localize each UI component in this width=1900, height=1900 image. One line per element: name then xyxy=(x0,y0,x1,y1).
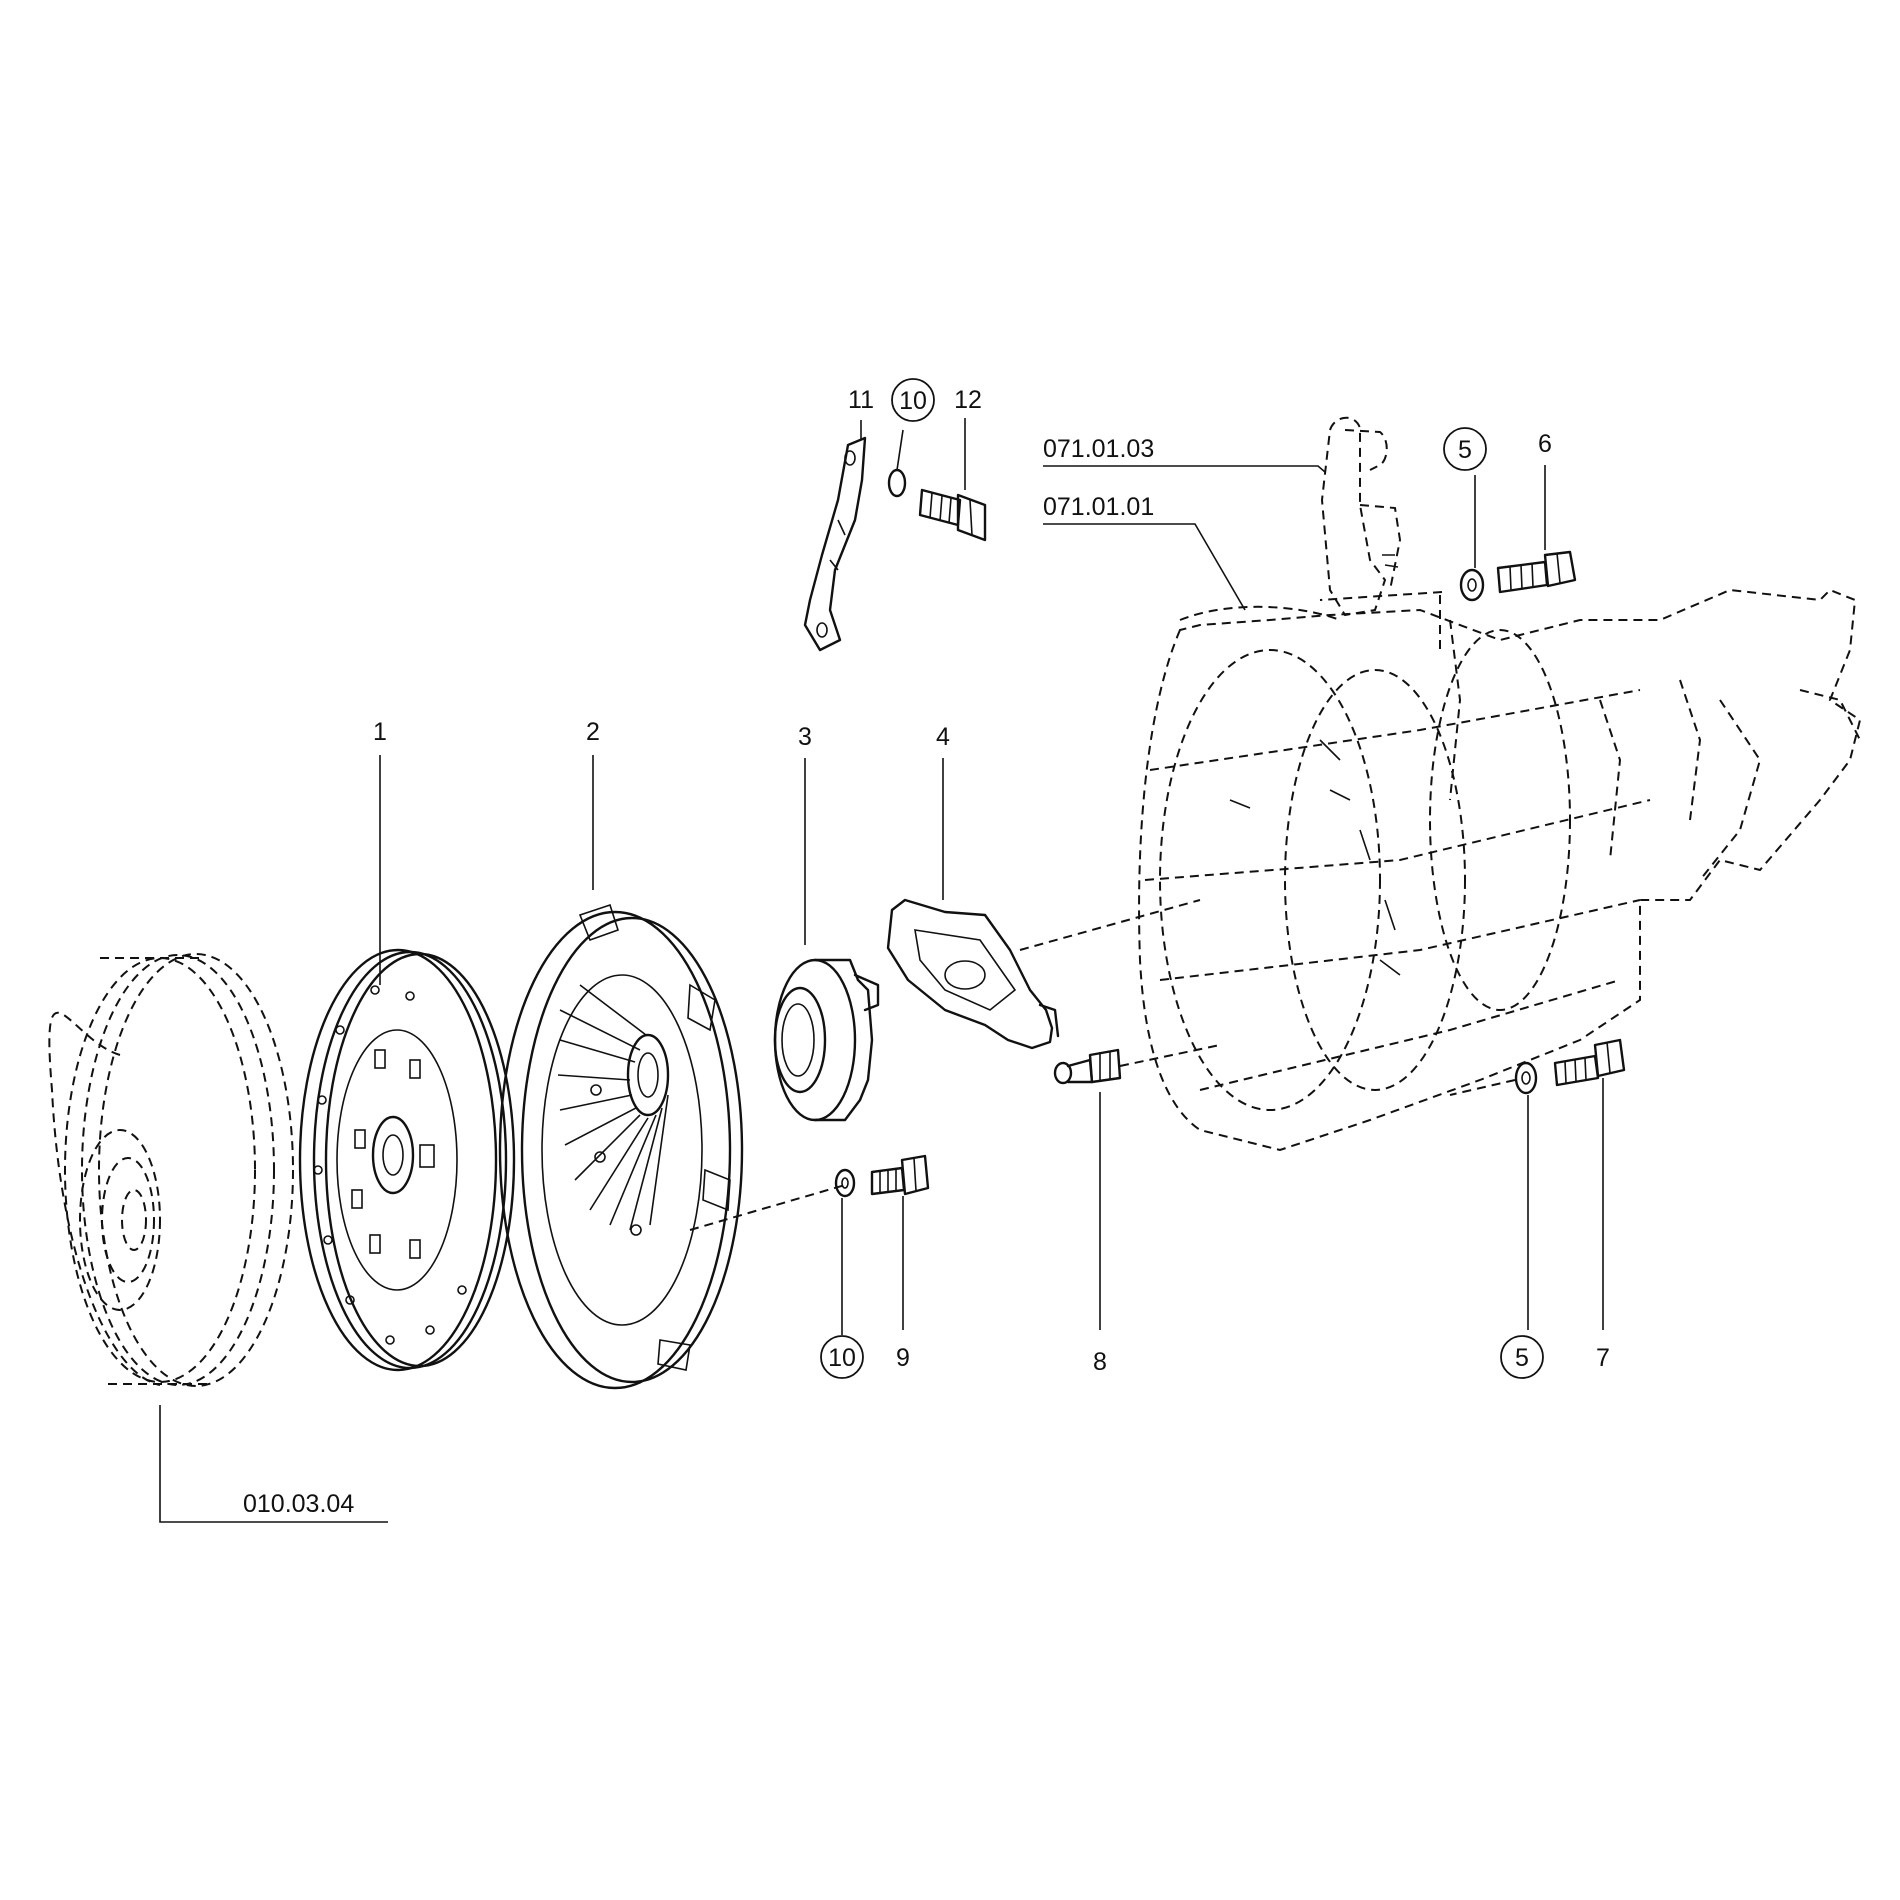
label-3: 3 xyxy=(798,723,812,751)
ref-label-071-01-01: 071.01.01 xyxy=(1043,493,1154,521)
pivot-stud xyxy=(1053,1048,1122,1085)
ref-label-071-01-03: 071.01.03 xyxy=(1043,435,1154,463)
ref-label-010-03-04: 010.03.04 xyxy=(243,1490,354,1518)
label-1: 1 xyxy=(373,718,387,746)
release-fork xyxy=(886,898,1060,1050)
label-10-lower: 10 xyxy=(828,1344,856,1372)
label-4: 4 xyxy=(936,723,950,751)
washer-and-bolt-lower-right xyxy=(1514,1038,1626,1095)
label-9: 9 xyxy=(896,1344,910,1372)
alignment-lines xyxy=(689,591,1516,1231)
label-10-upper: 10 xyxy=(899,387,927,415)
upper-bracket xyxy=(1320,416,1402,617)
callout-circles xyxy=(820,378,1544,1379)
leader-lines xyxy=(159,418,1604,1523)
label-5-lower: 5 xyxy=(1515,1344,1529,1372)
label-12: 12 xyxy=(954,386,982,414)
flywheel xyxy=(48,953,294,1387)
washer-and-bolt-lower xyxy=(834,1154,930,1198)
label-8: 8 xyxy=(1093,1348,1107,1376)
label-11: 11 xyxy=(848,386,874,414)
label-5-upper: 5 xyxy=(1458,436,1472,464)
clutch-disc xyxy=(298,948,516,1372)
label-7: 7 xyxy=(1596,1344,1610,1372)
washer-and-bolt-upper-right xyxy=(1459,550,1577,602)
release-bearing xyxy=(773,958,880,1122)
gearbox-housing xyxy=(1138,588,1862,1152)
pressure-plate xyxy=(498,903,744,1390)
reference-labels: 071.01.03 071.01.01 010.03.04 xyxy=(243,435,1154,1518)
label-6: 6 xyxy=(1538,430,1552,458)
part-labels: 1 2 3 4 11 10 12 5 6 10 9 8 5 7 xyxy=(373,386,1610,1376)
strap-assembly-upper xyxy=(803,436,987,652)
label-2: 2 xyxy=(586,718,600,746)
